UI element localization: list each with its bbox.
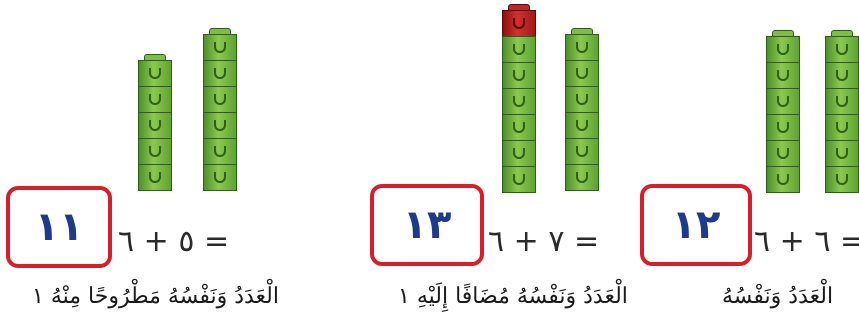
answer-box-2[interactable]: ١٣ [370,184,484,266]
answer-text-2: ١٣ [402,202,452,248]
cube-tower-1a [138,54,172,191]
problem-1: ١١ = ٥ + ٦ الْعَدَدُ وَنَفْسُهُ مَطْرُوح… [0,0,290,332]
equation-3: = ٦ + ٦ [754,224,859,259]
cube-tower-1b [203,28,237,191]
caption-3: الْعَدَدُ وَنَفْسُهُ [722,284,834,309]
problem-3: ١٢ = ٦ + ٦ الْعَدَدُ وَنَفْسُهُ [630,0,859,332]
cube-tower-2a [502,4,536,193]
cube-tower-3a [766,30,800,193]
cube-tower-3b [825,30,859,193]
answer-box-1[interactable]: ١١ [6,186,112,268]
problem-2: ١٣ = ٧ + ٦ الْعَدَدُ وَنَفْسُهُ مُضَافًا… [360,0,640,332]
caption-1: الْعَدَدُ وَنَفْسُهُ مَطْرُوحًا مِنْهُ ١ [32,284,279,309]
caption-2: الْعَدَدُ وَنَفْسُهُ مُضَافًا إِلَيْهِ ١ [398,284,628,309]
equation-2: = ٧ + ٦ [488,224,600,259]
equation-1: = ٥ + ٦ [118,224,230,259]
answer-box-3[interactable]: ١٢ [640,184,752,266]
answer-text-3: ١٢ [671,202,721,248]
answer-text-1: ١١ [34,204,84,250]
cube-tower-2b [565,28,599,192]
